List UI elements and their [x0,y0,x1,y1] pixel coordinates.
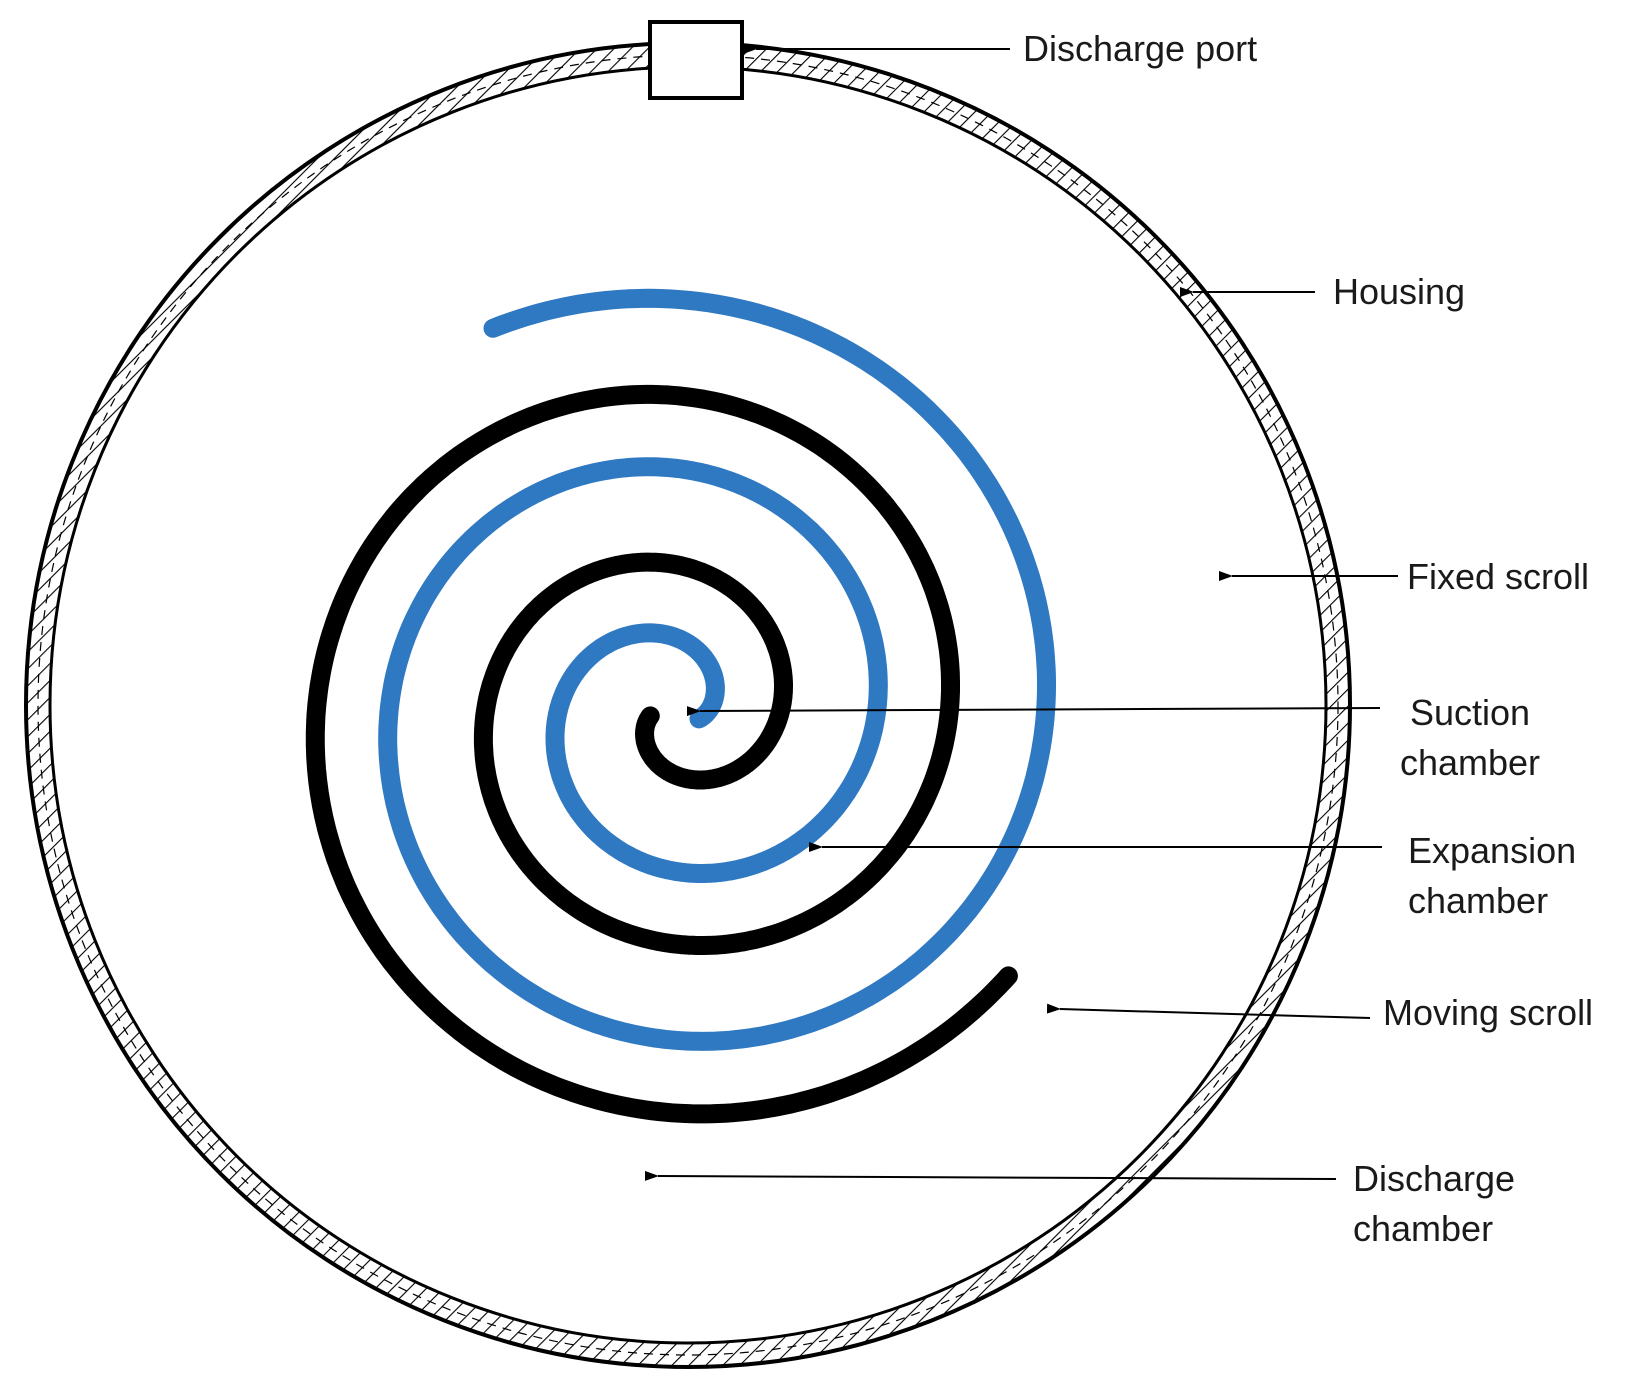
label-discharge-chamber: Discharge chamber [1353,1154,1515,1254]
label-moving-scroll: Moving scroll [1383,992,1594,1033]
label-suction-chamber: Suction chamber [1370,688,1570,788]
fixed-scroll-spiral [378,288,1056,1051]
label-discharge-chamber-line1: Discharge [1353,1158,1516,1199]
housing-inner-edge [48,65,1328,1345]
label-suction-chamber-line2: chamber [1399,742,1541,783]
label-expansion-chamber-line2: chamber [1408,880,1549,921]
label-discharge-port: Discharge port [1023,28,1258,69]
housing [24,41,1352,1369]
label-expansion-chamber: Expansion chamber [1408,826,1576,926]
leader-lines [644,44,1398,1181]
leader-discharge-chamber [644,1170,1337,1181]
label-expansion-chamber-line1: Expansion [1408,830,1577,871]
label-suction-chamber-line1: Suction [1409,692,1531,733]
leader-suction-chamber [686,706,1381,717]
label-discharge-chamber-line2: chamber [1353,1208,1494,1249]
moving-scroll-spiral [305,384,1018,1124]
leader-moving-scroll [1046,1003,1371,1019]
housing-wall [26,43,1350,1367]
label-fixed-scroll: Fixed scroll [1407,556,1590,597]
discharge-port [648,20,744,100]
label-housing: Housing [1333,271,1466,312]
